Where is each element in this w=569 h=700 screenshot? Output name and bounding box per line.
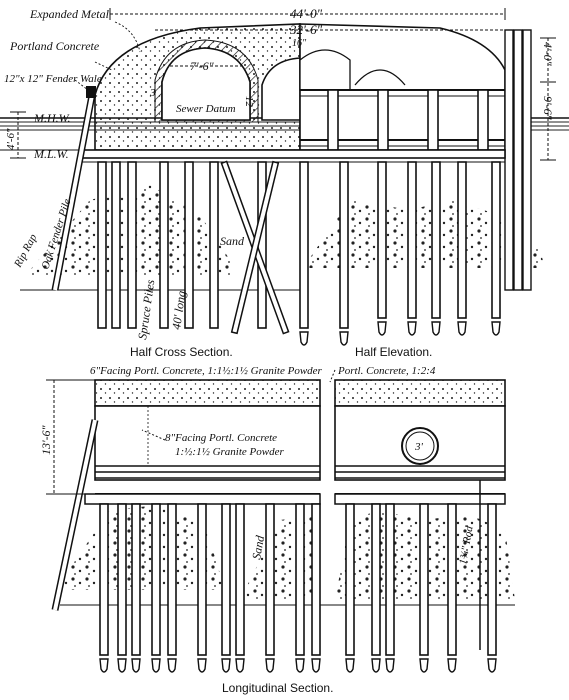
pile-tip — [487, 658, 497, 673]
pile-tip — [339, 331, 349, 346]
pile — [151, 503, 161, 656]
pile — [345, 503, 355, 656]
pile — [419, 503, 429, 656]
circular-opening — [401, 427, 439, 465]
pile — [117, 503, 127, 656]
top-drawing — [0, 8, 569, 346]
dim-13-6: 13'-6" — [39, 424, 53, 455]
dim-overall: 44'-0" — [290, 6, 323, 21]
label-forty-long: 40' long — [169, 290, 188, 330]
pile — [447, 503, 457, 656]
caption-longitudinal: Longitudinal Section. — [222, 681, 333, 695]
pile-tip — [295, 658, 305, 673]
pile — [197, 503, 207, 656]
pile-tip — [431, 321, 441, 336]
pile-tip — [385, 658, 395, 673]
dim-4-0: 4'-0" — [541, 42, 555, 67]
piles-bottom — [99, 503, 497, 673]
pile — [299, 161, 309, 329]
pile-tip — [419, 658, 429, 673]
label-fender-wale: 12"x 12" Fender Wale — [4, 73, 102, 85]
pile-tip — [151, 658, 161, 673]
pile-tip — [221, 658, 231, 673]
pile — [111, 161, 121, 329]
pile — [127, 161, 137, 329]
pile-tip — [99, 658, 109, 673]
pile-tip — [345, 658, 355, 673]
piles-top — [97, 161, 501, 346]
fender-wale — [86, 86, 96, 98]
dim-9-6: 9'-6" — [541, 96, 555, 121]
label-facing-top: 6"Facing Portl. Concrete, 1:1½:1½ Granit… — [90, 365, 323, 377]
pile-tip — [197, 658, 207, 673]
label-sewer-datum: Sewer Datum — [176, 103, 236, 115]
caption-half-cross: Half Cross Section. — [130, 345, 233, 359]
pile-tip — [407, 321, 417, 336]
pile-tip — [311, 658, 321, 673]
pile — [221, 503, 231, 656]
dim-arch-span: 7'-6" — [190, 59, 215, 73]
pile — [487, 503, 497, 656]
pile — [339, 161, 349, 329]
pile — [265, 503, 275, 656]
pile-tip — [377, 321, 387, 336]
caption-half-elevation: Half Elevation. — [355, 345, 432, 359]
pile-tip — [131, 658, 141, 673]
label-mhw: M.H.W. — [33, 111, 71, 125]
label-portland: Portland Concrete — [9, 39, 100, 53]
pile-tip — [265, 658, 275, 673]
label-expanded: Expanded Metal — [29, 7, 110, 21]
slab-right — [334, 379, 506, 407]
pile — [491, 161, 501, 319]
pile — [457, 161, 467, 319]
label-facing-8-1: 8"Facing Portl. Concrete — [165, 432, 277, 444]
pile — [159, 161, 169, 329]
label-mlw: M.L.W. — [33, 147, 69, 161]
pile — [97, 161, 107, 329]
pile-tip — [299, 331, 309, 346]
pile-tip — [371, 658, 381, 673]
pile-tip — [117, 658, 127, 673]
pile — [377, 161, 387, 319]
pile — [385, 503, 395, 656]
pile — [184, 161, 194, 329]
pile-tip — [447, 658, 457, 673]
label-facing-8-2: 1:½:1½ Granite Powder — [175, 446, 284, 458]
slab-left — [94, 379, 321, 407]
pile — [407, 161, 417, 319]
label-sand-lower: Sand — [249, 533, 267, 560]
pile — [99, 503, 109, 656]
pile — [431, 161, 441, 319]
pile — [235, 503, 245, 656]
pile — [311, 503, 321, 656]
dim-16: 16" — [292, 38, 307, 49]
pile — [209, 161, 219, 329]
label-spruce: Spruce Piles — [135, 278, 157, 340]
bottom-drawing — [46, 369, 515, 673]
pile-tip — [235, 658, 245, 673]
pile — [131, 503, 141, 656]
dim-3: 3 — [149, 87, 156, 99]
label-portl-concrete: Portl. Concrete, 1:2:4 — [337, 365, 436, 377]
pile-tip — [491, 321, 501, 336]
label-sand-upper: Sand — [220, 234, 245, 248]
pile — [371, 503, 381, 656]
pile-tip — [457, 321, 467, 336]
pile — [295, 503, 305, 656]
pile-tip — [167, 658, 177, 673]
dim-12: 12 — [243, 96, 255, 108]
rip-rap-mound-right — [305, 200, 545, 268]
dim-4-6: 4'-6" — [5, 128, 17, 150]
dim-arch-width: 32'-6" — [289, 22, 323, 37]
dim-circle-3: 3' — [414, 441, 424, 453]
pile — [167, 503, 177, 656]
